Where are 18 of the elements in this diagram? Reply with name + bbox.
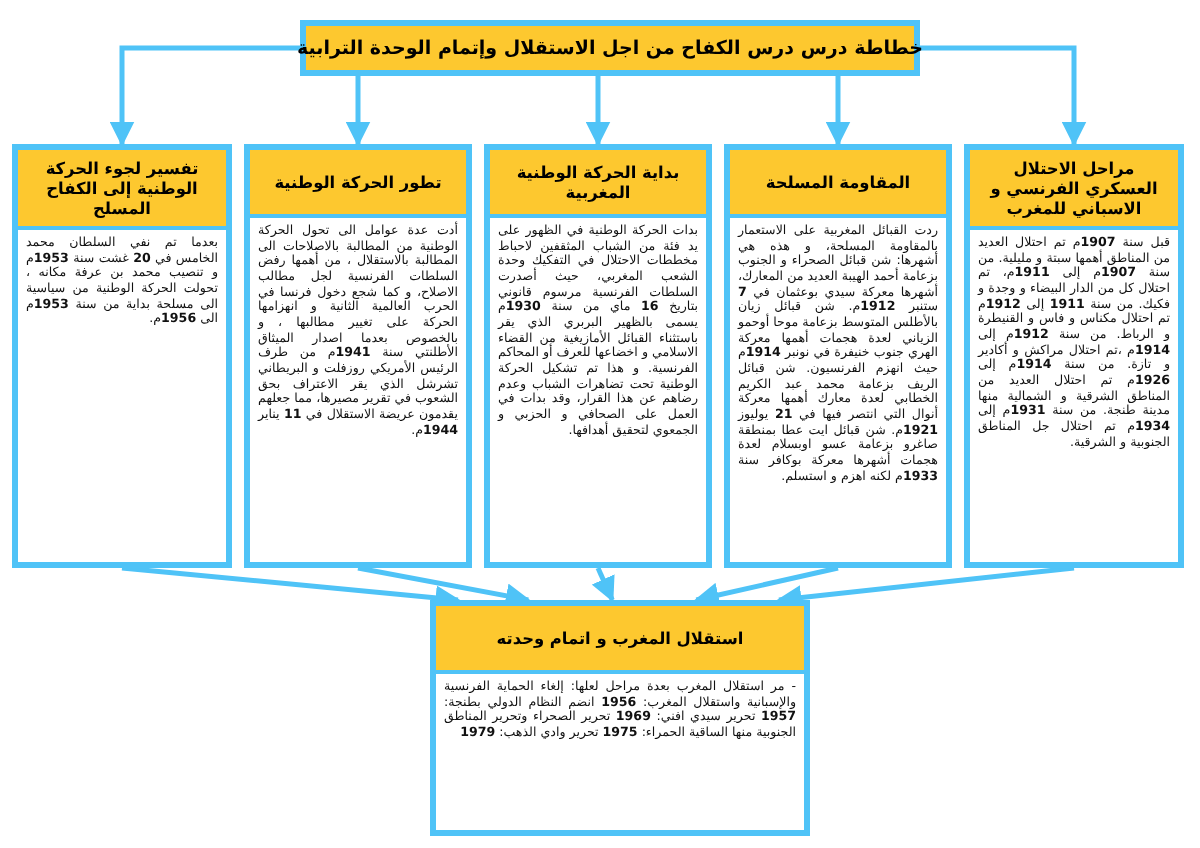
arrow [585,76,611,147]
arrow [825,76,851,147]
box-heading: تطور الحركة الوطنية [274,172,442,192]
box-heading: مراحل الاحتلال العسكري الفرنسي و الاسباني للمغرب [987,158,1160,218]
arrow [591,567,615,603]
topic-box [430,600,810,836]
topic-box [12,144,232,568]
topic-box [244,144,472,568]
topic-box [484,144,712,568]
box-heading: تفسير لجوء الحركة الوطنية إلى الكفاح المسلح [43,158,201,218]
box-heading: استقلال المغرب و اتمام وحدته [496,628,744,648]
box-heading: المقاومة المسلحة [765,172,911,192]
topic-box [964,144,1184,568]
topic-box [724,144,952,568]
arrow [345,76,371,147]
arrow [920,45,1087,147]
arrow [109,45,300,147]
box-heading: بداية الحركة الوطنية المغربية [514,162,682,202]
